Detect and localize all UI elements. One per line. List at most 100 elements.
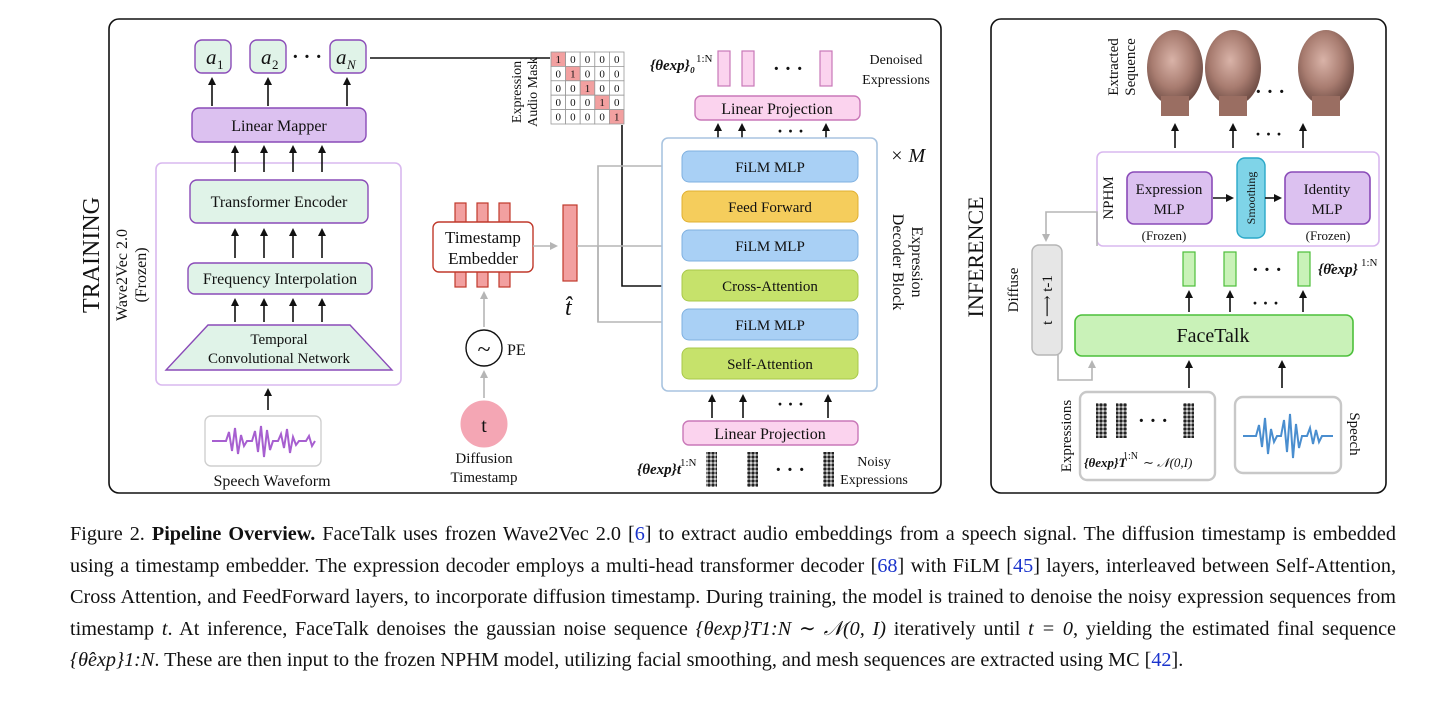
frequency-interpolation-label: Frequency Interpolation bbox=[203, 271, 357, 288]
film-mlp-3-label: FiLM MLP bbox=[735, 318, 805, 334]
pe-label: PE bbox=[507, 342, 526, 359]
audio-token-2: a 2 bbox=[249, 39, 287, 74]
mask-to-cross-attention-arrow bbox=[621, 125, 677, 290]
inference-title: INFERENCE bbox=[963, 197, 988, 318]
noise-eq-sup: 1:N bbox=[1123, 451, 1138, 462]
denoised-expr-sup: 1:N bbox=[696, 53, 713, 65]
mask-cell bbox=[609, 109, 625, 125]
caption-text-6: iteratively until bbox=[893, 617, 1021, 640]
feed-forward-box bbox=[681, 190, 859, 223]
mask-cell-value: 1 bbox=[614, 112, 620, 124]
denoised-expr-math: {θexp}₀ bbox=[650, 58, 695, 74]
linear-projection-bottom-label: Linear Projection bbox=[714, 426, 826, 443]
transformer-encoder-label: Transformer Encoder bbox=[211, 194, 348, 211]
mask-cell-value: 0 bbox=[570, 83, 576, 95]
wave2vec-frozen-label: (Frozen) bbox=[133, 247, 150, 302]
mask-label-line1: Expression bbox=[510, 61, 525, 123]
mask-cell-value: 1 bbox=[585, 83, 591, 95]
t-to-tminus1-box bbox=[1031, 244, 1063, 356]
cross-attention-box bbox=[681, 269, 859, 302]
linear-projection-top-box bbox=[694, 95, 861, 121]
face-mesh-1 bbox=[1147, 30, 1203, 116]
mask-cell-value: 0 bbox=[614, 83, 620, 95]
caption-title: Pipeline Overview. bbox=[151, 523, 316, 545]
cross-attention-label: Cross-Attention bbox=[722, 279, 818, 295]
decoder-block-label-1: Expression bbox=[908, 226, 925, 297]
denoised-bars bbox=[717, 50, 833, 87]
extracted-label-2: Sequence bbox=[1123, 38, 1139, 96]
mask-cell-value: 0 bbox=[585, 97, 591, 109]
film-mlp-1-label: FiLM MLP bbox=[735, 160, 805, 176]
diffuse-label: Diffuse bbox=[1006, 267, 1022, 312]
tcn-box bbox=[164, 324, 394, 371]
pe-circle bbox=[465, 329, 503, 367]
mask-cell-value: 1 bbox=[556, 54, 562, 66]
caption-eq-final: {θ̂exp}1:N bbox=[70, 649, 155, 671]
smoothing-label: Smoothing bbox=[1244, 172, 1258, 225]
mask-cell-value: 0 bbox=[585, 54, 591, 66]
denoised-label-1: Denoised bbox=[870, 53, 923, 68]
expression-mlp-label-2: MLP bbox=[1154, 202, 1185, 218]
audio-token-ellipsis: · · · bbox=[292, 46, 322, 68]
caption-ref-45[interactable]: 45 bbox=[1013, 554, 1034, 577]
identity-mlp-label-1: Identity bbox=[1304, 182, 1351, 198]
mask-cell-value: 0 bbox=[570, 54, 576, 66]
caption-fig-number: Figure 2. bbox=[70, 523, 145, 545]
theta-hat-sup: 1:N bbox=[1361, 257, 1378, 269]
noise-bars bbox=[1096, 403, 1194, 438]
noisy-expr-sup: 1:N bbox=[680, 457, 697, 469]
mask-cell-value: 1 bbox=[599, 97, 605, 109]
noisy-label-1: Noisy bbox=[857, 455, 890, 470]
caption-ref-68[interactable]: 68 bbox=[877, 554, 898, 577]
audio-token-n: a N bbox=[329, 39, 367, 74]
feed-forward-label: Feed Forward bbox=[728, 200, 812, 216]
caption-text-3: ] with FiLM [ bbox=[897, 554, 1014, 577]
noise-eq-rest: ∼ 𝒩(0,I) bbox=[1143, 455, 1192, 470]
pe-symbol: ~ bbox=[478, 337, 491, 363]
svg-text:1: 1 bbox=[217, 57, 224, 72]
identity-mlp-label-2: MLP bbox=[1312, 202, 1343, 218]
noisy-label-2: Expressions bbox=[840, 473, 908, 488]
tcn-label-line2: Convolutional Network bbox=[208, 351, 351, 367]
noise-expression-box bbox=[1078, 390, 1217, 482]
theta-hat-ellipsis: · · · bbox=[1252, 259, 1282, 281]
wave2vec-label: Wave2Vec 2.0 bbox=[114, 229, 131, 321]
mask-cell-value: 0 bbox=[556, 68, 562, 80]
caption-ref-42[interactable]: 42 bbox=[1151, 649, 1172, 671]
timestamp-embedder-box bbox=[432, 221, 534, 273]
caption-eq-noise: {θexp}T1:N ∼ 𝒩(0, I) bbox=[695, 617, 887, 640]
t-to-tminus1-label: t ⟶ t-1 bbox=[1040, 275, 1056, 325]
svg-text:N: N bbox=[346, 57, 357, 72]
speech-label: Speech bbox=[1346, 412, 1362, 456]
caption-text-1: FaceTalk uses frozen Wave2Vec 2.0 [ bbox=[322, 523, 635, 545]
expression-mlp-frozen: (Frozen) bbox=[1142, 228, 1187, 243]
noisy-bars bbox=[706, 452, 834, 487]
mask-cell-value: 0 bbox=[570, 112, 576, 124]
caption-text-7: , yielding the estimated final sequence bbox=[1073, 617, 1397, 640]
svg-text:a: a bbox=[336, 45, 347, 69]
mask-label-line2: Audio Mask bbox=[526, 57, 541, 127]
mask-cell-value: 1 bbox=[570, 68, 576, 80]
caption-text-2: ] to extract audio embeddings from a spe… bbox=[70, 523, 1396, 577]
mask-cell-value: 0 bbox=[614, 54, 620, 66]
linear-projection-top-label: Linear Projection bbox=[721, 101, 833, 118]
pipeline-figure: TRAINING a 1 a 2 · · · a N Linear Mapper… bbox=[79, 18, 1387, 494]
figure-caption: Figure 2. Pipeline Overview. FaceTalk us… bbox=[70, 519, 1396, 677]
facetalk-top-ellipsis: · · · bbox=[1252, 293, 1279, 313]
mask-cell-value: 0 bbox=[614, 97, 620, 109]
timestamp-embedder-label-2: Embedder bbox=[448, 249, 518, 268]
caption-ref-6[interactable]: 6 bbox=[634, 523, 645, 545]
caption-t: t bbox=[161, 617, 168, 640]
facetalk-box bbox=[1074, 314, 1354, 357]
timestamp-embedder-label-1: Timestamp bbox=[445, 228, 521, 247]
mask-cell-value: 0 bbox=[570, 97, 576, 109]
noisy-expr-math: {θexp}t bbox=[637, 462, 682, 478]
mask-cell-value: 0 bbox=[585, 68, 591, 80]
mask-cell-value: 0 bbox=[585, 112, 591, 124]
caption-text-9: ]. bbox=[1171, 649, 1184, 671]
denoised-ellipsis: · · · bbox=[773, 58, 803, 80]
expression-mlp-label-1: Expression bbox=[1136, 182, 1203, 198]
face-mesh-n bbox=[1298, 30, 1354, 116]
nphm-label: NPHM bbox=[1101, 176, 1117, 219]
